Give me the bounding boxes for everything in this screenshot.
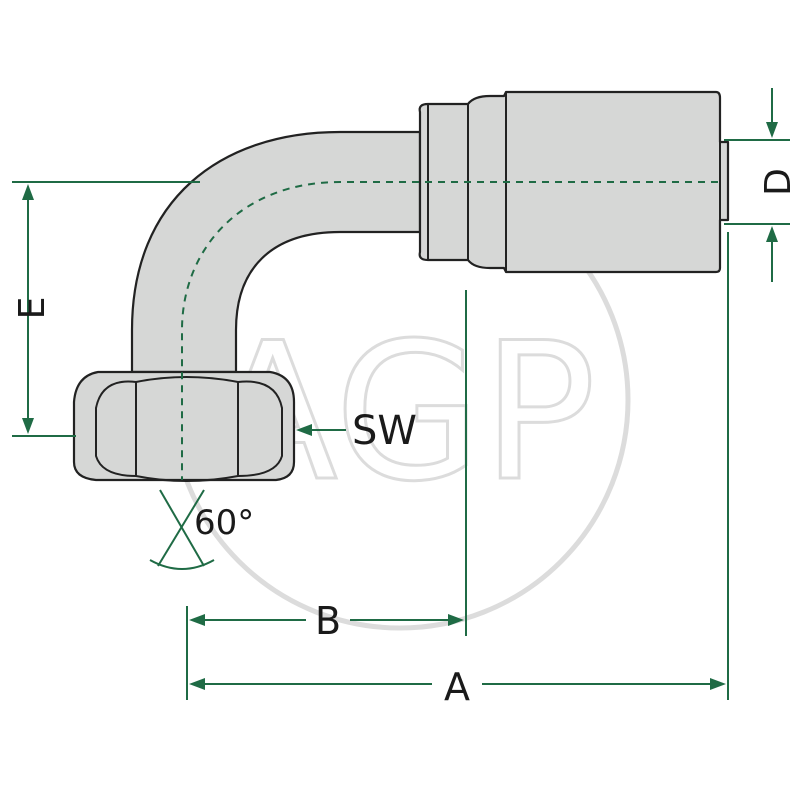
dimension-d xyxy=(724,88,790,282)
cone-angle-indicator xyxy=(149,489,215,570)
centerline xyxy=(181,181,718,480)
dimension-a-label: A xyxy=(444,665,470,709)
dimension-a xyxy=(189,232,729,700)
dimension-d-label: D xyxy=(758,168,799,196)
elbow-tube xyxy=(130,130,422,374)
dimension-e-label: E xyxy=(12,297,53,320)
hex-nut xyxy=(72,370,296,482)
sw-leader xyxy=(296,424,346,436)
sw-label: SW xyxy=(352,408,417,454)
dimension-b xyxy=(186,290,467,700)
angle-label: 60° xyxy=(194,503,254,543)
dimension-b-label: B xyxy=(315,599,341,643)
dimension-e xyxy=(12,181,200,437)
